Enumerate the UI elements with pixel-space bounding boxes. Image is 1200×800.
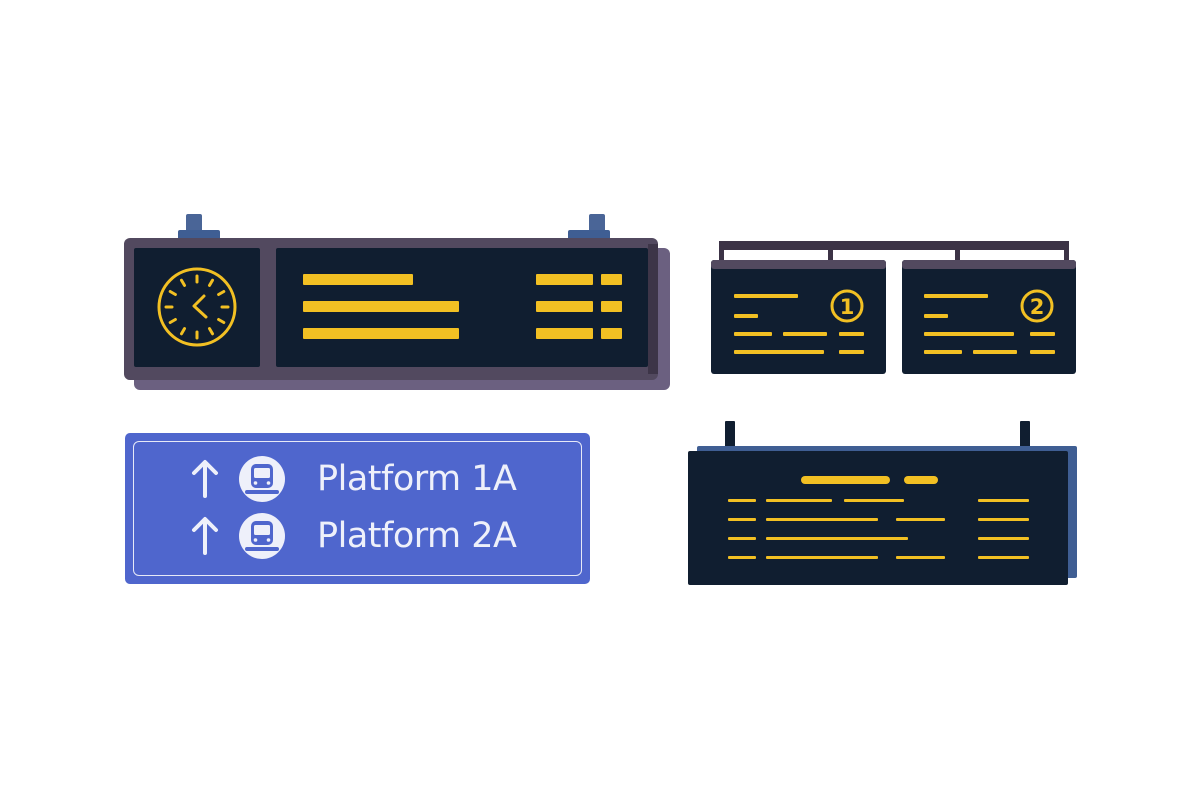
number-circle-2	[1020, 289, 1054, 323]
train-icon	[239, 456, 285, 502]
platform-board-1: 1	[711, 260, 886, 374]
arrow-up-icon	[192, 460, 218, 498]
twin-board-hanger-mid-right	[955, 250, 960, 262]
number-circle-1	[830, 289, 864, 323]
train-icon	[239, 513, 285, 559]
sign-inner-border	[133, 441, 582, 576]
departure-led-lines	[303, 274, 622, 339]
twin-board-hanger-mid-left	[828, 250, 833, 262]
twin-board-hanger-right	[1064, 241, 1069, 263]
arrow-up-icon	[192, 517, 218, 555]
platform-board-2: 2	[902, 260, 1076, 374]
platform-row-2a: Platform 2A	[191, 513, 517, 559]
hanging-info-board	[688, 421, 1077, 585]
platform-row-1a: Platform 1A	[191, 456, 517, 502]
mount-base-left	[178, 230, 220, 240]
hanger-left	[725, 421, 735, 451]
twin-board-hanger-left	[719, 241, 724, 263]
board-number-2: 2	[1030, 295, 1045, 319]
platform-label-2a: Platform 2A	[317, 516, 517, 556]
hanging-board-panel	[688, 451, 1068, 585]
clock-icon	[157, 267, 237, 347]
twin-platform-boards: 1 2	[711, 241, 1076, 374]
twin-board-rail	[719, 241, 1069, 250]
clock-departure-board	[124, 214, 670, 390]
platform-label-1a: Platform 1A	[317, 459, 517, 499]
mount-post-left	[186, 214, 202, 232]
board-number-1: 1	[840, 295, 855, 319]
platform-direction-sign: Platform 1A Platform 2A	[125, 433, 590, 584]
board-frame-edge	[648, 244, 658, 374]
hanging-board-led-lines	[728, 476, 1029, 559]
mount-post-right	[589, 214, 605, 232]
mount-base-right	[568, 230, 610, 240]
hanger-right	[1020, 421, 1030, 451]
